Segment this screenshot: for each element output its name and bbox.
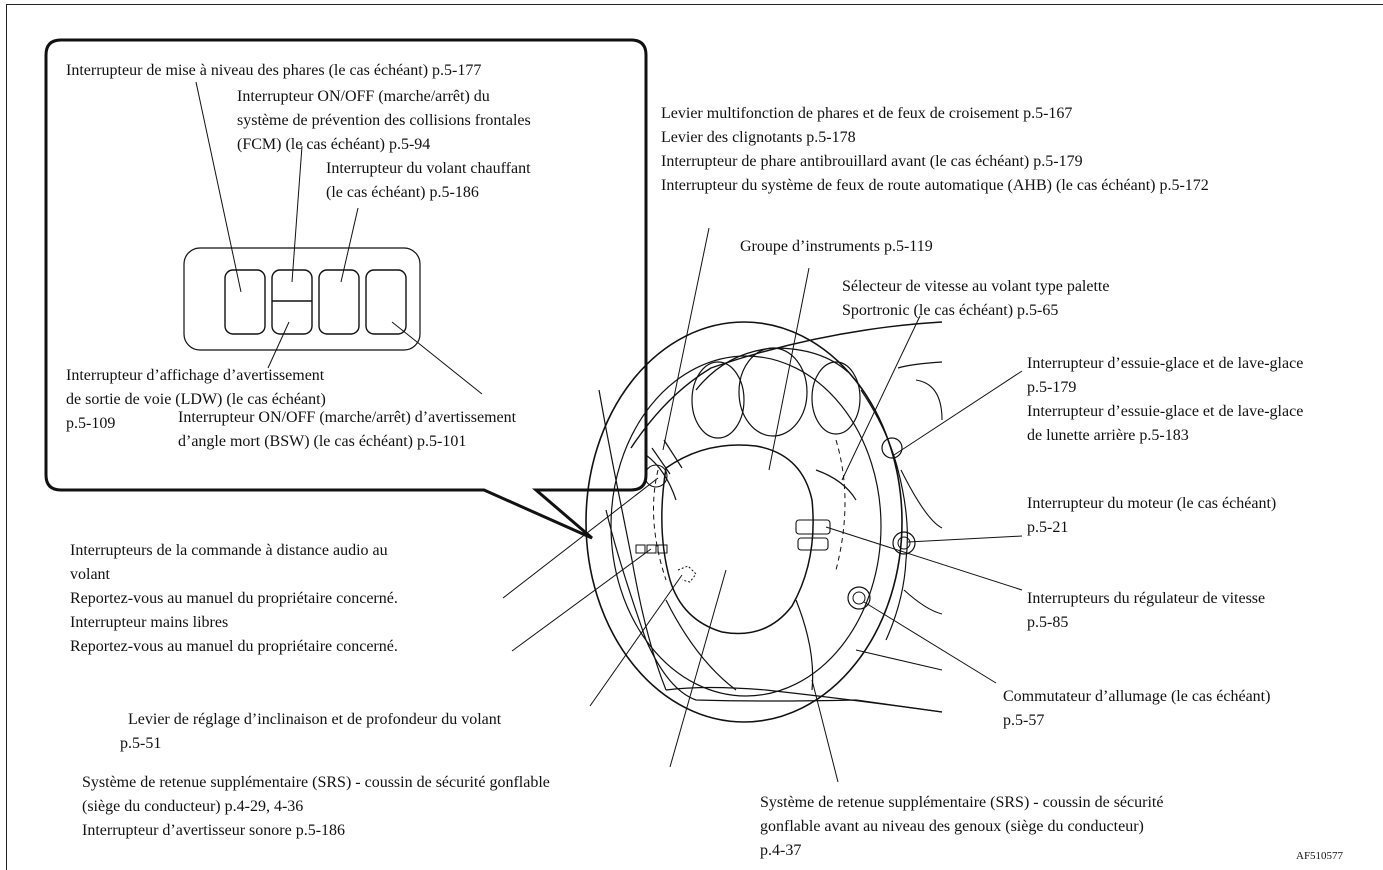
- label-wiper-rear-1: Interrupteur d’essuie-glace et de lave-g…: [1027, 403, 1304, 420]
- switch-1: [224, 269, 266, 335]
- label-tilt-1: Levier de réglage d’inclinaison et de pr…: [128, 711, 502, 728]
- label-fog-lamp: Interrupteur de phare antibrouillard ava…: [661, 153, 1083, 170]
- label-cruise-2: p.5-85: [1027, 614, 1069, 631]
- label-knee-airbag-1: Système de retenue supplémentaire (SRS) …: [760, 794, 1164, 811]
- label-wiper-front-2: p.5-179: [1027, 379, 1077, 396]
- label-bsw-1: Interrupteur ON/OFF (marche/arrêt) d’ave…: [178, 409, 517, 426]
- label-audio-3: Reportez-vous au manuel du propriétaire …: [70, 590, 398, 607]
- steering-wheel-illustration: [44, 38, 1023, 783]
- label-turn-signal: Levier des clignotants p.5-178: [661, 129, 856, 146]
- label-fcm-1: Interrupteur ON/OFF (marche/arrêt) du: [237, 88, 490, 105]
- label-engine-1: Interrupteur du moteur (le cas échéant): [1027, 495, 1277, 512]
- figure-code: AF510577: [1296, 850, 1344, 862]
- label-ldw-2: de sortie de voie (LDW) (le cas échéant): [66, 391, 326, 408]
- callout-box: [44, 38, 648, 540]
- label-cruise-1: Interrupteurs du régulateur de vitesse: [1027, 590, 1266, 607]
- label-srs-2: (siège du conducteur) p.4-29, 4-36: [82, 798, 304, 815]
- steering-rim-outer: [585, 321, 903, 723]
- label-ahb: Interrupteur du système de feux de route…: [661, 177, 1209, 194]
- label-fcm-3: (FCM) (le cas échéant) p.5-94: [237, 136, 431, 153]
- diagram-frame: Interrupteur de mise à niveau des phares…: [6, 0, 1383, 870]
- label-knee-airbag-3: p.4-37: [760, 842, 802, 859]
- label-engine-2: p.5-21: [1027, 519, 1069, 536]
- label-srs-1: Système de retenue supplémentaire (SRS) …: [82, 774, 550, 791]
- switch-4: [365, 269, 407, 335]
- label-ldw-3: p.5-109: [66, 415, 116, 432]
- label-fcm-2: système de prévention des collisions fro…: [237, 112, 531, 129]
- label-audio-1: Interrupteurs de la commande à distance …: [70, 542, 388, 559]
- label-handsfree-2: Reportez-vous au manuel du propriétaire …: [70, 638, 398, 655]
- steering-rim-inner: [610, 355, 882, 697]
- label-audio-2: volant: [70, 566, 110, 583]
- switch-3: [318, 269, 360, 335]
- label-paddle-2: Sportronic (le cas échéant) p.5-65: [842, 302, 1059, 319]
- switch-2: [271, 269, 313, 335]
- label-handsfree-1: Interrupteur mains libres: [70, 614, 229, 631]
- label-wiper-rear-2: de lunette arrière p.5-183: [1027, 427, 1189, 444]
- frame-left-border: [6, 4, 7, 870]
- label-heated-wheel-2: (le cas échéant) p.5-186: [326, 184, 479, 201]
- airbag-hub: [661, 444, 814, 635]
- label-headlamp-leveling: Interrupteur de mise à niveau des phares…: [66, 62, 482, 79]
- label-ignition-2: p.5-57: [1003, 712, 1045, 729]
- label-headlamp-lever: Levier multifonction de phares et de feu…: [661, 105, 1073, 122]
- label-heated-wheel-1: Interrupteur du volant chauffant: [326, 160, 531, 177]
- switch-panel: [183, 247, 421, 351]
- label-knee-airbag-2: gonflable avant au niveau des genoux (si…: [760, 818, 1144, 835]
- label-bsw-2: d’angle mort (BSW) (le cas échéant) p.5-…: [178, 433, 467, 450]
- label-ldw-1: Interrupteur d’affichage d’avertissement: [66, 367, 325, 384]
- label-paddle-1: Sélecteur de vitesse au volant type pale…: [842, 278, 1110, 295]
- label-ignition-1: Commutateur d’allumage (le cas échéant): [1003, 688, 1271, 705]
- label-instrument-cluster: Groupe d’instruments p.5-119: [740, 238, 933, 255]
- label-tilt-2: p.5-51: [120, 735, 162, 752]
- label-wiper-front-1: Interrupteur d’essuie-glace et de lave-g…: [1027, 355, 1304, 372]
- label-horn: Interrupteur d’avertisseur sonore p.5-18…: [82, 822, 346, 839]
- frame-top-border: [6, 4, 1383, 5]
